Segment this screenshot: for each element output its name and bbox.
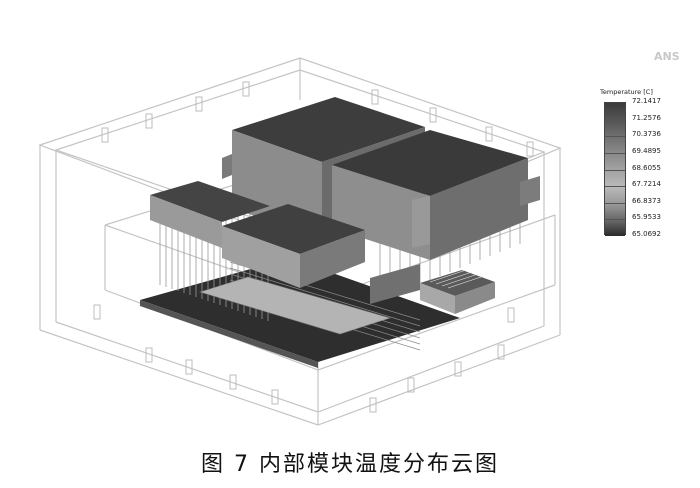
legend-title: Temperature [C] (600, 88, 653, 96)
legend-swatch (605, 103, 625, 120)
legend-swatch (605, 169, 625, 187)
legend-swatch (605, 186, 625, 203)
thermal-model-view (38, 57, 562, 426)
enclosure-tabs (93, 81, 534, 413)
legend-swatch (605, 119, 625, 137)
figure-caption: 图 7 内部模块温度分布云图 (201, 452, 499, 477)
legend-value: 71.2576 (632, 113, 661, 122)
legend-swatch (605, 152, 625, 170)
legend-value: 66.8373 (632, 196, 661, 205)
legend-value: 72.1417 (632, 97, 661, 105)
legend-swatch (605, 219, 625, 236)
module-block-small (420, 269, 495, 314)
legend-value: 65.9533 (632, 213, 661, 222)
legend-value: 65.0692 (632, 230, 661, 238)
legend-value: 69.4895 (632, 146, 661, 155)
legend-colorbar (604, 102, 626, 236)
legend-value: 70.3736 (632, 130, 661, 139)
legend-value: 67.7214 (632, 180, 661, 189)
legend-swatch (605, 202, 625, 220)
legend-swatch (605, 136, 625, 153)
module-block-low-left (150, 181, 270, 248)
temperature-legend: Temperature [C] 72.1417 71.2576 70.3736 69.… (598, 88, 698, 248)
legend-value: 68.6055 (632, 163, 661, 172)
base-rails (198, 264, 420, 335)
module-block-front (222, 204, 365, 288)
module-block-right (332, 130, 540, 260)
ansys-logo: ANS (654, 50, 680, 63)
